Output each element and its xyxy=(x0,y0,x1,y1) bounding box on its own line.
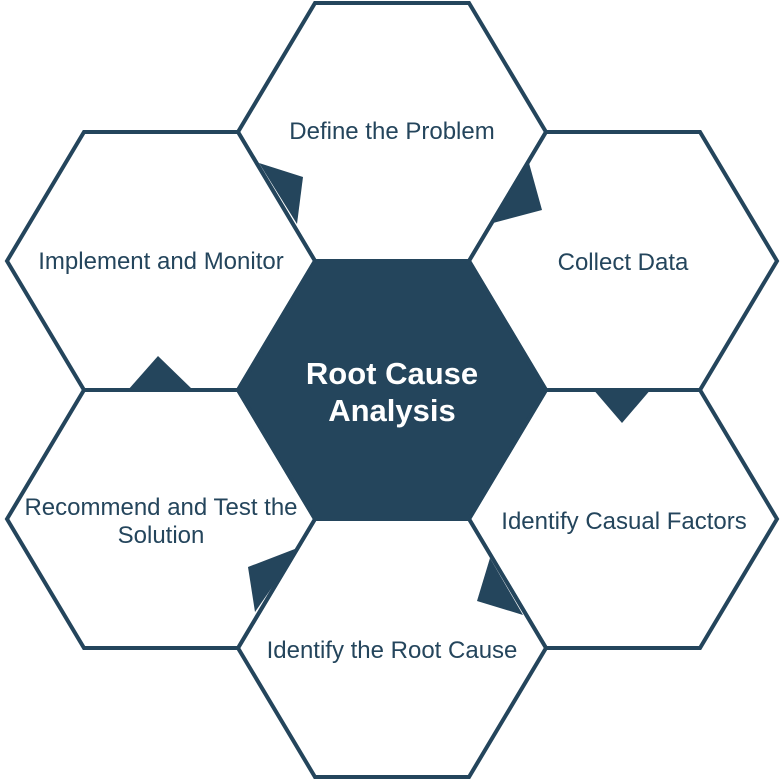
center-title-line-2: Analysis xyxy=(328,393,456,428)
arrow-implement-to-define-icon xyxy=(259,163,303,224)
arrow-collect-to-casual-icon xyxy=(592,388,652,423)
center-title-line-1: Root Cause xyxy=(306,356,478,391)
arrow-define-to-collect-icon xyxy=(493,163,542,223)
label-define-the-problem: Define the Problem xyxy=(289,118,494,145)
label-identify-the-root-cause: Identify the Root Cause xyxy=(267,637,518,664)
hexagon-root-cause-analysis xyxy=(235,259,549,521)
label-identify-casual-factors: Identify Casual Factors xyxy=(501,508,746,535)
arrow-recommend-to-implement-icon xyxy=(128,356,193,390)
label-recommend-and-test-line-2: Solution xyxy=(118,522,205,549)
label-implement-and-monitor: Implement and Monitor xyxy=(38,248,283,275)
arrow-casual-to-root-cause-icon xyxy=(477,558,523,615)
label-recommend-and-test-line-1: Recommend and Test the xyxy=(24,494,297,521)
arrow-root-cause-to-recommend-icon xyxy=(248,547,300,612)
label-collect-data: Collect Data xyxy=(558,249,689,276)
